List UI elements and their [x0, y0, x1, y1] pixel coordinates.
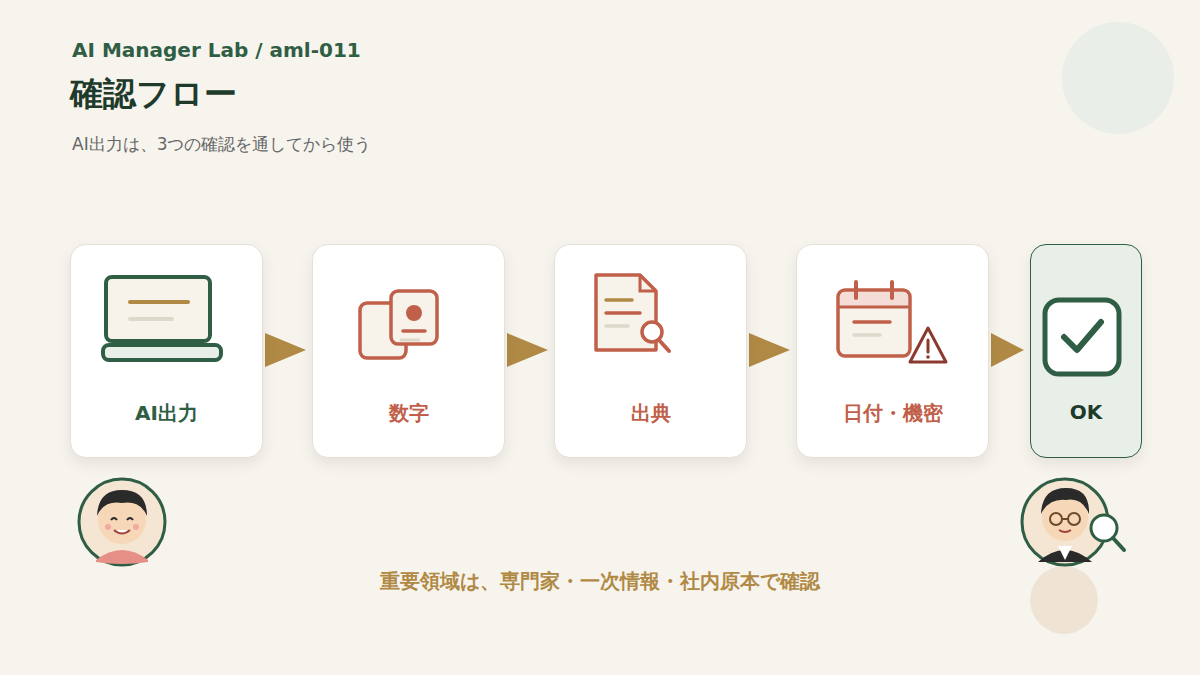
result-box: OK	[1030, 244, 1142, 458]
subtitle: AI出力は、3つの確認を通してから使う	[72, 133, 371, 156]
deco-circle	[1030, 566, 1098, 634]
step-box: 数字	[312, 244, 505, 458]
flow-arrow	[507, 333, 548, 367]
step-label: 日付・機密	[797, 400, 988, 427]
flow-arrow	[749, 333, 790, 367]
step-label: 数字	[313, 400, 504, 427]
avatar-left	[79, 479, 165, 565]
step-label: OK	[1031, 400, 1141, 424]
page-title: 確認フロー	[70, 72, 237, 117]
step-label: AI出力	[71, 400, 262, 427]
arrow-head	[265, 333, 306, 367]
step-box: 日付・機密	[796, 244, 989, 458]
arrow-head	[749, 333, 790, 367]
check-icon	[1045, 300, 1119, 374]
avatar-right	[1022, 479, 1124, 565]
document-search-icon	[596, 275, 669, 351]
calendar-warning-icon	[838, 282, 946, 362]
flow-arrow	[991, 333, 1024, 367]
laptop-icon	[103, 277, 221, 360]
flow-arrow	[265, 333, 306, 367]
step-label: 出典	[555, 400, 746, 427]
deco-circle	[1062, 22, 1174, 134]
arrow-head	[991, 333, 1024, 367]
series-label: AI Manager Lab / aml-011	[72, 38, 361, 62]
step-box: AI出力	[70, 244, 263, 458]
number-cards-icon	[360, 291, 437, 358]
step-box: 出典	[554, 244, 747, 458]
caption-note: 重要領域は、専門家・一次情報・社内原本で確認	[380, 568, 820, 595]
arrow-head	[507, 333, 548, 367]
